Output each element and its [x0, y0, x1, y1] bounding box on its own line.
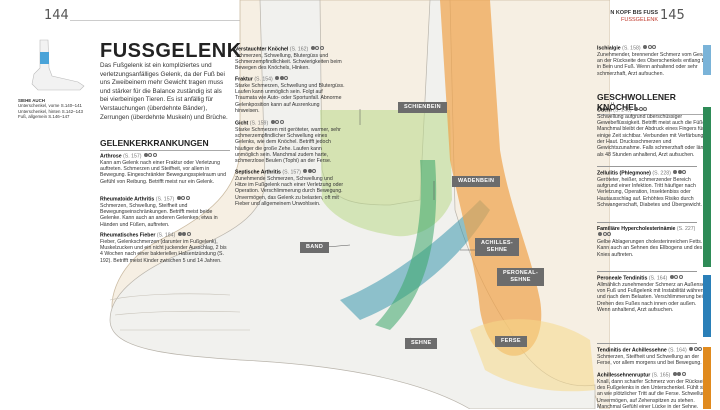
severity-dots-icon [598, 232, 612, 238]
see-also-line: Unterschenkel, vorne S.140–141 [18, 103, 82, 109]
section-heading-swollen-ankle: GESCHWOLLENER KNÖCHEL [597, 92, 711, 115]
color-marker-bar [703, 275, 711, 337]
entry-fracture: Fraktur (S. 154) Starke Schmerzen, Schwe… [235, 76, 345, 115]
color-marker-bar [703, 347, 711, 409]
severity-dots-icon [634, 107, 648, 113]
entry-familial-hypercholesterolemia: Familiäre Hypercholesterinämie (S. 227) … [597, 226, 703, 258]
severity-dots-icon [303, 169, 317, 175]
label-shinbone: SCHIENBEIN [398, 102, 447, 113]
entry-sprained-ankle: Verstauchter Knöchel (S. 162) Schmerzen,… [235, 46, 342, 72]
severity-dots-icon [643, 45, 657, 51]
severity-dots-icon [689, 347, 703, 353]
entry-rheumatoid-arthritis: Rheumatoide Arthritis (S. 157) Schmerzen… [100, 196, 218, 228]
entry-septic-arthritis: Septische Arthritis (S. 157) Zunehmende … [235, 169, 344, 208]
severity-dots-icon [143, 153, 158, 159]
entry-arthrose: Arthrose (S. 157) Kann am Gelenk nach ei… [100, 153, 227, 185]
entry-cellulitis: Zellulitis (Phlegmone) (S. 228) Gerötete… [597, 170, 702, 209]
foot-thumbnail-image [31, 39, 85, 91]
severity-dots-icon [177, 232, 192, 238]
section-title: SYMPTOME VON KOPF BIS FUSS [569, 10, 658, 16]
entry-peroneal-tendinitis: Peroneale Tendinitis (S. 164) Allmählich… [597, 275, 711, 314]
severity-dots-icon [669, 275, 684, 281]
section-heading-joint-diseases: GELENKERKRANKUNGEN [100, 138, 230, 151]
severity-dots-icon [672, 372, 687, 378]
running-header: SYMPTOME VON KOPF BIS FUSS FUSSGELENK [568, 10, 658, 24]
label-peroneal-tendon: PERONEAL- SEHNE [497, 268, 545, 286]
page-title: FUSSGELENK [100, 40, 242, 62]
color-marker-bar [703, 45, 711, 75]
entry-achilles-rupture: Achillessehnenruptur (S. 165) Knall, dan… [597, 372, 710, 410]
entry-edema: Ödem (S. 246) Schwellung aufgrund übersc… [597, 107, 711, 158]
see-also-box: SIEHE AUCH Unterschenkel, vorne S.140–14… [18, 98, 88, 120]
divider [597, 166, 697, 167]
see-also-heading: SIEHE AUCH [18, 98, 45, 103]
label-ligament: BAND [300, 242, 330, 253]
severity-dots-icon [310, 46, 325, 52]
header-rule-left [70, 20, 340, 21]
severity-dots-icon [176, 196, 191, 202]
severity-dots-icon [270, 120, 285, 126]
entry-gout: Gicht (S. 159) Starke Schmerzen mit gerö… [235, 120, 341, 165]
color-marker-bar [703, 107, 711, 267]
severity-dots-icon [673, 170, 687, 176]
label-achilles-tendon: ACHILLES- SEHNE [475, 238, 520, 256]
entry-achilles-tendinitis: Tendinitis der Achillessehne (S. 164) Sc… [597, 347, 703, 367]
see-also-line: Unterschenkel, hinten S.142–143 [18, 108, 83, 114]
page-number-right: 145 [660, 8, 685, 23]
label-heel: FERSE [495, 336, 527, 347]
divider [597, 222, 697, 223]
entry-rheumatic-fever: Rheumatisches Fieber (S. 184) Fieber, Ge… [100, 232, 227, 264]
severity-dots-icon [275, 76, 289, 82]
entry-sciatica: Ischialgie (S. 158) Zunehmender, brennen… [597, 45, 711, 77]
label-fibula: WADENBEIN [452, 176, 501, 187]
divider [597, 343, 697, 344]
subsection-title: FUSSGELENK [621, 17, 658, 23]
page-number-left: 144 [44, 8, 69, 23]
see-also-line: Fuß, allgemein S.146–147 [18, 114, 70, 120]
divider [597, 271, 697, 272]
intro-paragraph: Das Fußgelenk ist ein kompliziertes und … [100, 62, 228, 121]
label-tendon: SEHNE [405, 338, 438, 349]
